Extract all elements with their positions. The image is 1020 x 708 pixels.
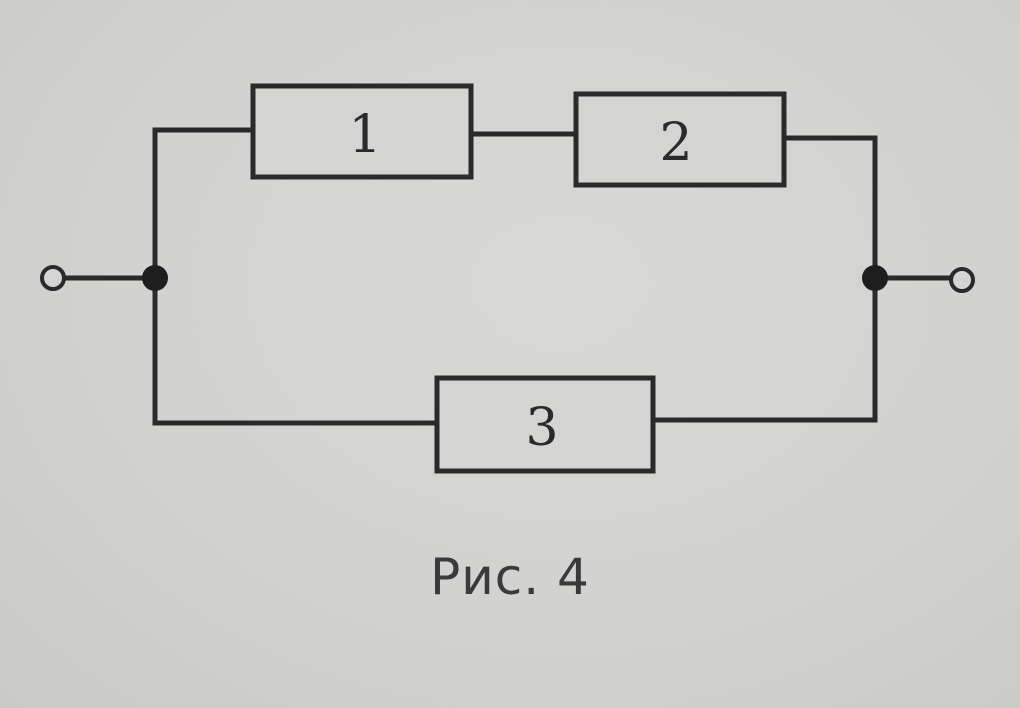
wire-right-top bbox=[782, 135, 878, 281]
resistor-3: 3 bbox=[434, 375, 656, 474]
junction-node-left bbox=[142, 265, 168, 291]
resistor-1-body bbox=[250, 83, 474, 180]
junction-node-right bbox=[862, 265, 888, 291]
resistor-2-body bbox=[573, 91, 787, 188]
resistor-1: 1 bbox=[250, 83, 474, 180]
resistor-1-label: 1 bbox=[348, 105, 381, 165]
wire-left-vertical-bottom bbox=[152, 275, 440, 426]
terminal-left bbox=[40, 265, 66, 291]
wire-left-vertical-top bbox=[152, 127, 255, 281]
resistor-2-label: 2 bbox=[659, 113, 692, 173]
figure-caption: Рис. 4 bbox=[430, 548, 590, 606]
terminal-right bbox=[949, 267, 975, 293]
resistor-2: 2 bbox=[573, 91, 787, 188]
wire-right-bottom bbox=[650, 275, 878, 423]
resistor-3-label: 3 bbox=[525, 398, 558, 458]
resistor-3-body bbox=[434, 375, 656, 474]
